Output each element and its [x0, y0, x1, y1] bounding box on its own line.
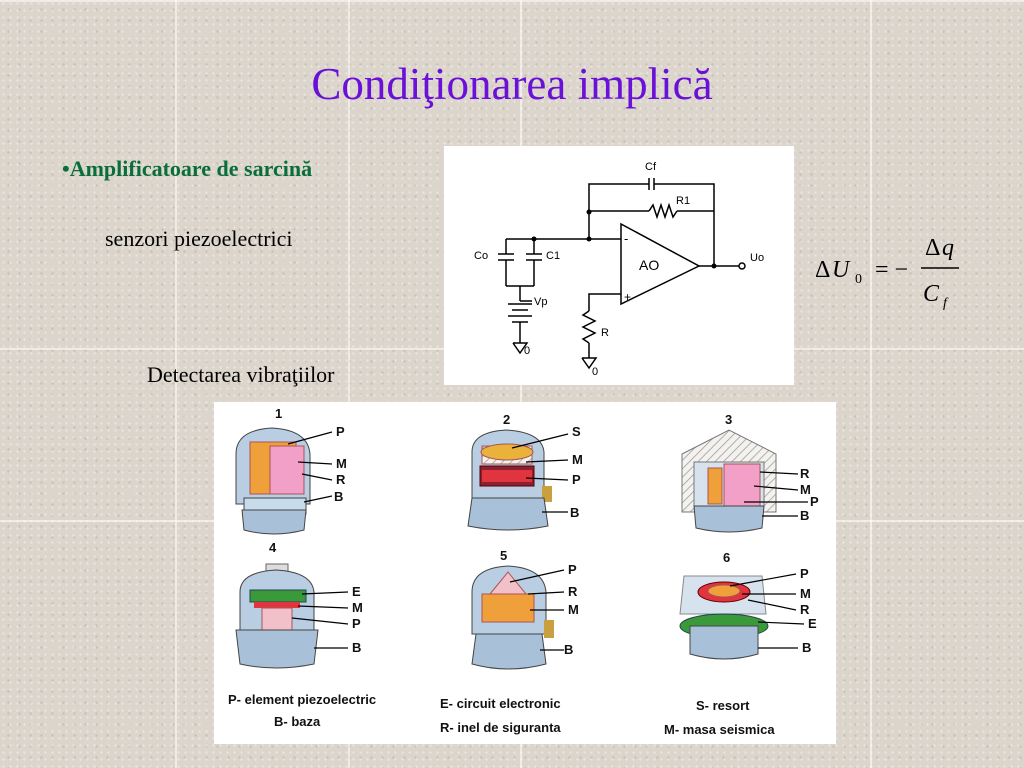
label-vp: Vp [534, 296, 547, 308]
sensor-2-label-m: M [572, 452, 583, 467]
sensor-3-label-b: B [800, 508, 809, 523]
sensor-3-label-m: M [800, 482, 811, 497]
legend-m: M- masa seismica [664, 722, 775, 737]
sensor-1-label-r: R [336, 472, 346, 487]
legend-b: B- baza [274, 714, 321, 729]
sensor-6-label-p: P [800, 566, 809, 581]
formula-eq: = − [875, 257, 908, 283]
label-cf: Cf [645, 161, 657, 173]
sensor-4-label-m: M [352, 600, 363, 615]
sensor-4-label-b: B [352, 640, 361, 655]
sensor-6-label-b: B [802, 640, 811, 655]
label-c1: C1 [546, 250, 560, 262]
formula-den-sub: f [943, 296, 949, 311]
sensor-number-3: 3 [725, 412, 732, 427]
sensor-5-label-r: R [568, 584, 578, 599]
label-plus: + [624, 290, 631, 304]
label-uo: Uo [750, 252, 764, 264]
tile-seam [870, 0, 872, 768]
formula-num-delta: Δ [925, 235, 940, 261]
label-ground-2: 0 [592, 366, 598, 378]
legend-p: P- element piezoelectric [228, 692, 376, 707]
sensor-number-1: 1 [275, 406, 282, 421]
formula-delta: Δ [815, 257, 830, 283]
slide-title: Condiţionarea implică [311, 59, 713, 109]
tile-seam [0, 0, 1024, 2]
label-r: R [601, 327, 609, 339]
sensor-figure: 1 2 3 4 5 6 P M R B [214, 402, 836, 744]
sensor-5-label-p: P [568, 562, 577, 577]
legend-e: E- circuit electronic [440, 696, 561, 711]
circuit-diagram: Cf R1 Co C1 Vp R 0 0 Uo AO - + [444, 146, 794, 385]
bullet-marker: • [62, 156, 70, 181]
subtext: senzori piezoelectrici [105, 226, 293, 251]
formula-lhs-var: U [832, 257, 851, 283]
sensor-number-6: 6 [723, 550, 730, 565]
bullet-item: •Amplificatoare de sarcină [62, 156, 312, 182]
label-minus: - [624, 231, 628, 246]
sensor-5-illustration [471, 565, 554, 670]
formula-lhs-sub: 0 [855, 272, 862, 287]
bullet-text: Amplificatoare de sarcină [69, 156, 313, 181]
sensor-2-illustration [467, 429, 552, 531]
section-heading: Detectarea vibraţiilor [147, 362, 335, 387]
sensor-6-illustration [679, 575, 769, 660]
sensor-2-label-s: S [572, 424, 581, 439]
sensor-6-label-m: M [800, 586, 811, 601]
legend-r: R- inel de siguranta [440, 720, 561, 735]
label-opamp: AO [639, 257, 659, 273]
tile-seam [175, 0, 177, 768]
sensor-3-illustration [681, 429, 777, 533]
charge-formula: Δ U 0 = − Δ q C f [815, 235, 965, 320]
label-co: Co [474, 250, 488, 262]
sensor-4-illustration [235, 563, 319, 669]
formula-num-var: q [942, 235, 954, 261]
sensor-2-label-p: P [572, 472, 581, 487]
sensor-5-label-m: M [568, 602, 579, 617]
label-ground-1: 0 [524, 345, 530, 357]
sensor-number-5: 5 [500, 548, 507, 563]
sensor-6-label-r: R [800, 602, 810, 617]
sensor-1-label-p: P [336, 424, 345, 439]
sensor-1-illustration [235, 427, 311, 535]
sensor-number-4: 4 [269, 540, 277, 555]
sensor-4-label-e: E [352, 584, 361, 599]
sensor-1-label-m: M [336, 456, 347, 471]
sensor-number-2: 2 [503, 412, 510, 427]
sensor-4-label-p: P [352, 616, 361, 631]
sensor-2-label-b: B [570, 505, 579, 520]
sensor-5-label-b: B [564, 642, 573, 657]
sensor-1-label-b: B [334, 489, 343, 504]
sensor-3-label-p: P [810, 494, 819, 509]
label-r1: R1 [676, 195, 690, 207]
tile-seam [348, 0, 350, 768]
formula-den-var: C [923, 281, 940, 307]
sensor-6-label-e: E [808, 616, 817, 631]
legend-s: S- resort [696, 698, 750, 713]
sensor-3-label-r: R [800, 466, 810, 481]
